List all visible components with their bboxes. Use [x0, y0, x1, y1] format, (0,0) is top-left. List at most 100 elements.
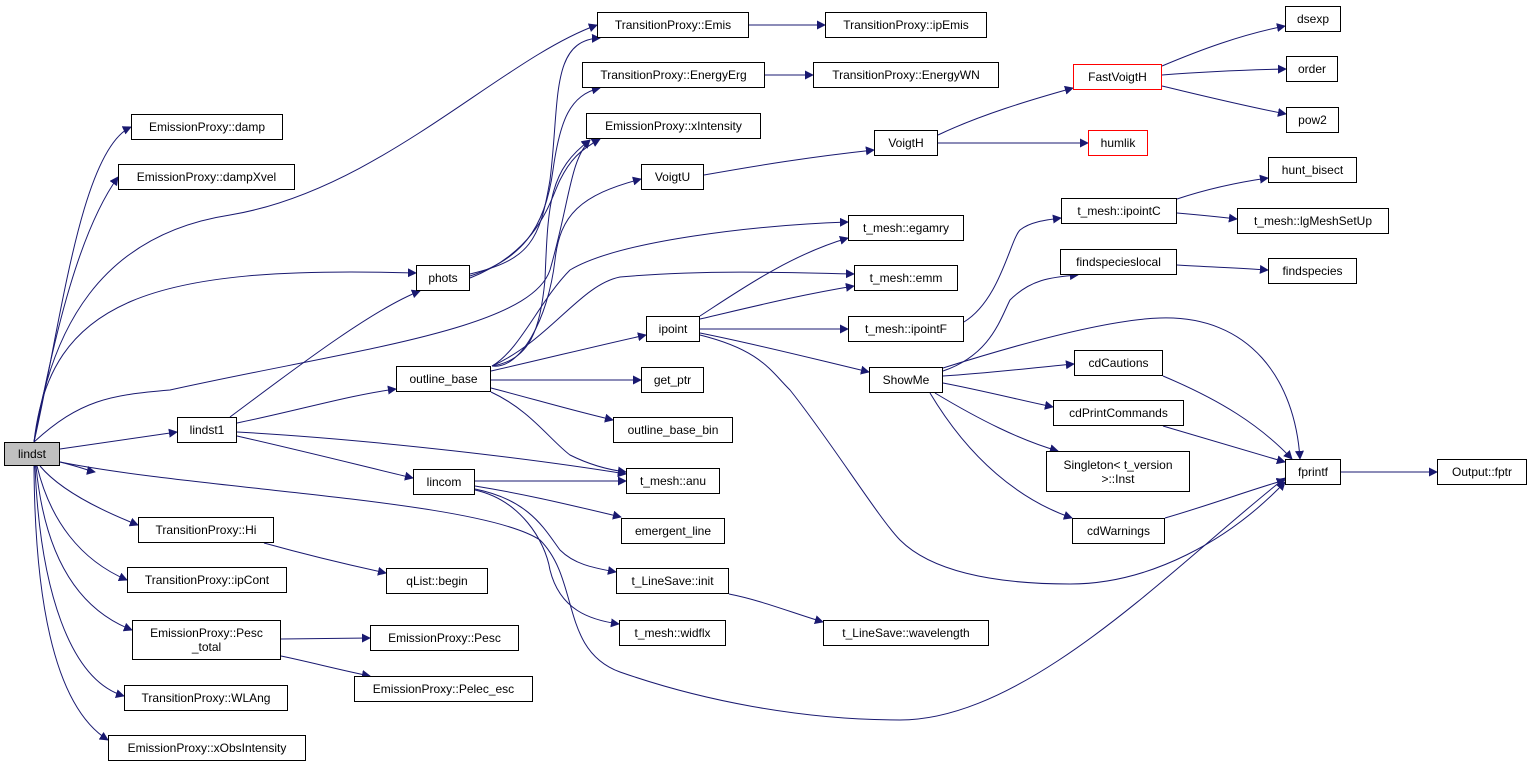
node-fastvoigth[interactable]: FastVoigtH	[1073, 64, 1162, 90]
edge-ShowMe-to-cdPrintCommands	[942, 382, 1054, 410]
edge-lindst-to-ep_xObsIntensity	[33, 465, 109, 741]
edge-lindst1-to-outline_base	[236, 385, 397, 424]
edge-tp_Hi-to-qList_begin	[263, 542, 387, 576]
edge-FastVoigtH-to-order	[1161, 64, 1287, 76]
edge-lindst-to-pesc_total	[35, 465, 133, 632]
edge-ipoint-to-t_mesh_egamry	[699, 235, 849, 317]
node-findspecies[interactable]: findspecies	[1268, 258, 1357, 284]
node-transitionproxy-hi[interactable]: TransitionProxy::Hi	[138, 517, 274, 543]
edge-VoigtH-to-FastVoigtH	[937, 85, 1074, 136]
edge-lindst1-to-phots	[229, 289, 421, 418]
node-hunt-bisect[interactable]: hunt_bisect	[1268, 157, 1357, 183]
edge-VoigtU-to-VoigtH	[703, 146, 875, 176]
edge-phots-to-tp_EnergyErg	[469, 85, 601, 277]
node-cdcautions[interactable]: cdCautions	[1074, 350, 1163, 376]
node-qlist-begin[interactable]: qList::begin	[386, 568, 488, 594]
edge-lindst-to-dampXvel	[33, 176, 119, 443]
node-emissionproxy-pesc-total[interactable]: EmissionProxy::Pesc _total	[132, 620, 281, 660]
node-emissionproxy-dampxvel[interactable]: EmissionProxy::dampXvel	[118, 164, 295, 190]
edge-ShowMe-to-cdWarnings	[929, 392, 1073, 520]
edge-lindst-to-phots	[33, 268, 417, 443]
node-pow2[interactable]: pow2	[1286, 107, 1339, 133]
node-phots[interactable]: phots	[416, 265, 470, 291]
node-outline-base[interactable]: outline_base	[396, 366, 491, 392]
edge-lincom-to-t_LineSave_init	[474, 488, 617, 575]
node-order[interactable]: order	[1286, 56, 1338, 82]
node-t-mesh-ipointc[interactable]: t_mesh::ipointC	[1061, 198, 1177, 224]
edge-ipoint-to-ShowMe	[699, 332, 870, 375]
edge-phots-to-tp_Emis	[469, 33, 601, 275]
edge-cdCautions-to-fprintf	[1162, 375, 1293, 460]
node-lindst[interactable]: lindst	[4, 442, 60, 466]
node-emissionproxy-pelec-esc[interactable]: EmissionProxy::Pelec_esc	[354, 676, 533, 702]
edge-outline_base-to-t_mesh_egamry	[491, 217, 849, 367]
node-t-mesh-egamry[interactable]: t_mesh::egamry	[848, 215, 964, 241]
edge-lindst-to-damp	[33, 126, 132, 443]
edge-t_mesh_ipointC-to-hunt_bisect	[1176, 174, 1269, 200]
node-t-linesave-wavelength[interactable]: t_LineSave::wavelength	[823, 620, 989, 646]
edge-outline_base-to-t_mesh_emm	[491, 269, 855, 367]
node-get-ptr[interactable]: get_ptr	[641, 367, 704, 393]
node-emissionproxy-pesc[interactable]: EmissionProxy::Pesc	[370, 625, 519, 651]
edge-pesc_total-to-ep_Pelec_esc	[280, 655, 371, 679]
edge-lindst-to-tp_ipCont	[36, 465, 128, 581]
edge-lindst-to-tp_Hi	[39, 465, 139, 527]
edge-lincom-to-emergent_line	[474, 485, 622, 520]
node-emergent-line[interactable]: emergent_line	[621, 518, 725, 544]
node-emissionproxy-xintensity[interactable]: EmissionProxy::xIntensity	[586, 113, 761, 139]
edge-outline_base-to-VoigtU	[491, 176, 642, 367]
node-emissionproxy-damp[interactable]: EmissionProxy::damp	[131, 114, 283, 140]
edge-lindst-to-ep_xIntensity	[33, 139, 591, 443]
node-outline-base-bin[interactable]: outline_base_bin	[613, 417, 733, 443]
node-lindst1[interactable]: lindst1	[177, 417, 237, 443]
node-output-fptr[interactable]: Output::fptr	[1437, 459, 1527, 485]
edge-cdPrintCommands-to-fprintf	[1162, 425, 1286, 465]
edge-ShowMe-to-cdCautions	[942, 360, 1075, 377]
node-transitionproxy-ipcont[interactable]: TransitionProxy::ipCont	[127, 567, 287, 593]
edge-lincom-to-t_mesh_widflx	[474, 489, 620, 628]
node-t-mesh-anu[interactable]: t_mesh::anu	[626, 468, 720, 494]
node-transitionproxy-wlang[interactable]: TransitionProxy::WLAng	[124, 685, 288, 711]
edge-t_mesh_ipointF-to-t_mesh_ipointC	[963, 214, 1062, 323]
edge-lindst1-to-lincom	[236, 435, 414, 481]
edge-pesc_total-to-ep_Pesc	[280, 633, 371, 643]
edge-lindst-to-lindst1	[59, 428, 178, 450]
node-lincom[interactable]: lincom	[413, 469, 475, 495]
node-t-mesh-widflx[interactable]: t_mesh::widflx	[619, 620, 726, 646]
node-transitionproxy-emis[interactable]: TransitionProxy::Emis	[597, 12, 749, 38]
node-transitionproxy-ipemis[interactable]: TransitionProxy::ipEmis	[825, 12, 987, 38]
node-t-linesave-init[interactable]: t_LineSave::init	[616, 568, 729, 594]
edge-cdWarnings-to-fprintf	[1164, 477, 1286, 519]
node-findspecieslocal[interactable]: findspecieslocal	[1060, 249, 1177, 275]
edge-outline_base-to-ep_xIntensity	[491, 139, 591, 367]
node-fprintf[interactable]: fprintf	[1285, 459, 1341, 485]
node-voigtu[interactable]: VoigtU	[641, 164, 704, 190]
edge-t_LineSave_init-to-t_LineSave_wavelength	[728, 593, 824, 624]
node-emissionproxy-xobsintensity[interactable]: EmissionProxy::xObsIntensity	[108, 735, 306, 761]
edge-ShowMe-to-findspecieslocal	[942, 271, 1079, 372]
edge-ipoint-to-fprintf	[699, 334, 1286, 585]
node-t-mesh-lgmeshsetup[interactable]: t_mesh::lgMeshSetUp	[1237, 208, 1389, 234]
node-t-mesh-ipointf[interactable]: t_mesh::ipointF	[848, 316, 964, 342]
edge-findspecieslocal-to-findspecies	[1176, 264, 1269, 274]
node-transitionproxy-energyerg[interactable]: TransitionProxy::EnergyErg	[582, 62, 765, 88]
node-t-mesh-emm[interactable]: t_mesh::emm	[854, 265, 958, 291]
node-voigth[interactable]: VoigtH	[874, 130, 938, 156]
edge-lindst-to-fprintf	[59, 461, 1286, 721]
edge-ipoint-to-t_mesh_emm	[699, 282, 855, 320]
node-dsexp[interactable]: dsexp	[1285, 6, 1341, 32]
node-transitionproxy-energywn[interactable]: TransitionProxy::EnergyWN	[813, 62, 999, 88]
node-cdwarnings[interactable]: cdWarnings	[1072, 518, 1165, 544]
node-ipoint[interactable]: ipoint	[646, 316, 700, 342]
node-humlik[interactable]: humlik	[1088, 130, 1148, 156]
edge-ShowMe-to-Singleton_Inst	[934, 392, 1059, 454]
node-cdprintcommands[interactable]: cdPrintCommands	[1053, 400, 1184, 426]
edge-t_mesh_ipointC-to-lgMeshSetUp	[1176, 212, 1238, 223]
edge-FastVoigtH-to-pow2	[1161, 85, 1287, 117]
node-singleton-t-version-inst[interactable]: Singleton< t_version >::Inst	[1046, 451, 1190, 492]
edge-FastVoigtH-to-dsexp	[1161, 23, 1286, 67]
node-showme[interactable]: ShowMe	[869, 367, 943, 393]
edge-outline_base-to-ipoint	[490, 332, 647, 372]
